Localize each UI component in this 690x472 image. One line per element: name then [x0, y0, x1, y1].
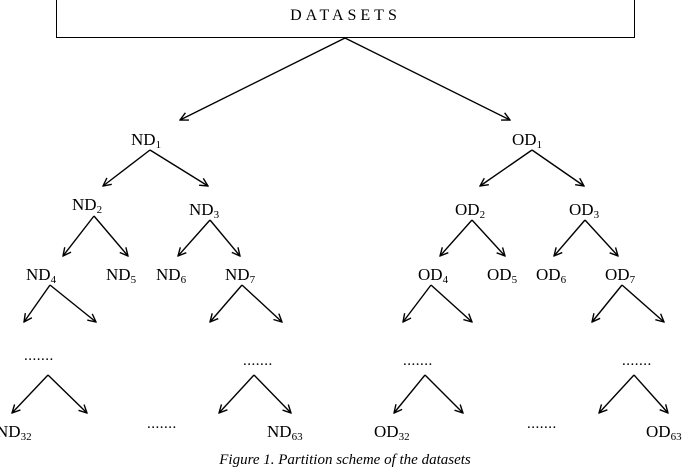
node-nd4-sub: 4	[50, 274, 57, 286]
node-od7-base: OD	[605, 265, 630, 284]
node-od5-sub: 5	[511, 274, 518, 286]
arrow-ellipsis-to-nd63-sibling	[219, 374, 255, 413]
arrow-nd3-to-nd6	[178, 219, 211, 256]
node-nd2-sub: 2	[96, 204, 103, 216]
datasets-box: DATASETS	[56, 0, 635, 38]
node-od63-base: OD	[646, 422, 671, 441]
node-od4-base: OD	[418, 265, 443, 284]
node-nd5-base: ND	[106, 265, 131, 284]
ellipsis-od-middle: .......	[527, 416, 557, 432]
node-od1: OD1	[512, 131, 542, 151]
node-nd5-sub: 5	[130, 274, 137, 286]
ellipsis-nd-right: .......	[243, 353, 273, 369]
node-od63-sub: 63	[670, 431, 682, 443]
node-nd4-base: ND	[26, 265, 51, 284]
arrow-ellipsis-to-od63-sibling	[599, 374, 635, 413]
arrow-od3-to-od7	[584, 219, 618, 256]
node-od1-base: OD	[512, 130, 537, 149]
node-od5-base: OD	[487, 265, 512, 284]
arrow-nd4-to-child-right	[49, 284, 96, 322]
node-nd5: ND5	[106, 266, 136, 286]
arrow-ellipsis-to-nd63	[253, 374, 291, 413]
arrow-datasets-to-od1	[344, 37, 510, 120]
node-nd6: ND6	[156, 266, 186, 286]
node-nd63-sub: 63	[291, 431, 303, 443]
arrow-nd1-to-nd2	[103, 149, 151, 186]
node-od1-sub: 1	[536, 139, 543, 151]
node-nd1-base: ND	[131, 130, 156, 149]
arrow-datasets-to-nd1	[180, 37, 346, 120]
ellipsis-od-right: .......	[622, 353, 652, 369]
node-nd7-base: ND	[225, 265, 250, 284]
node-nd32-sub: 32	[20, 431, 32, 443]
arrow-od1-to-od3	[531, 149, 584, 186]
node-nd7-sub: 7	[249, 274, 256, 286]
ellipsis-nd-left: .......	[24, 348, 54, 364]
arrow-od3-to-od6	[554, 219, 586, 256]
arrow-nd7-to-child-right	[241, 284, 282, 322]
node-nd6-base: ND	[156, 265, 181, 284]
node-od32-base: OD	[374, 422, 399, 441]
figure-caption: Figure 1. Partition scheme of the datase…	[219, 452, 471, 468]
node-nd6-sub: 6	[180, 274, 187, 286]
node-od6-base: OD	[536, 265, 561, 284]
node-od3-sub: 3	[593, 209, 600, 221]
node-nd63: ND63	[267, 423, 303, 443]
ellipsis-od-left: .......	[403, 353, 433, 369]
node-od6-sub: 6	[560, 274, 567, 286]
arrow-ellipsis-to-od32	[394, 374, 426, 413]
node-od32: OD32	[374, 423, 410, 443]
arrow-od4-to-child-left	[403, 284, 432, 322]
node-nd32-base: ND	[0, 422, 21, 441]
node-nd32: ND32	[0, 423, 32, 443]
arrow-nd3-to-nd7	[209, 219, 240, 256]
node-od5: OD5	[487, 266, 517, 286]
arrow-nd2-to-nd4	[63, 215, 95, 256]
node-od63: OD63	[646, 423, 682, 443]
node-od7: OD7	[605, 266, 635, 286]
arrow-od2-to-od4	[440, 219, 473, 256]
arrow-od1-to-od2	[480, 149, 533, 186]
node-od4-sub: 4	[442, 274, 449, 286]
arrow-ellipsis-to-od32-sibling	[424, 374, 463, 413]
datasets-label: DATASETS	[290, 7, 401, 24]
arrow-od4-to-child-right	[430, 284, 472, 322]
node-od3-base: OD	[569, 200, 594, 219]
node-nd1-sub: 1	[155, 139, 162, 151]
node-nd3: ND3	[189, 201, 219, 221]
node-nd1: ND1	[131, 131, 161, 151]
arrow-od7-to-child-right	[621, 284, 664, 322]
arrow-od7-to-child-left	[592, 284, 623, 322]
node-nd2-base: ND	[72, 195, 97, 214]
arrow-nd1-to-nd3	[149, 149, 208, 186]
node-od2-base: OD	[455, 200, 480, 219]
node-nd63-base: ND	[267, 422, 292, 441]
ellipsis-nd-middle: .......	[147, 416, 177, 432]
arrow-ellipsis-to-od63	[633, 374, 668, 413]
node-nd3-base: ND	[189, 200, 214, 219]
arrow-ellipsis-to-nd32-sibling	[47, 374, 87, 413]
arrow-od2-to-od5	[471, 219, 505, 256]
node-od3: OD3	[569, 201, 599, 221]
arrow-nd4-to-child-left	[24, 284, 51, 322]
node-od6: OD6	[536, 266, 566, 286]
node-nd4: ND4	[26, 266, 56, 286]
node-od2-sub: 2	[479, 209, 486, 221]
arrow-nd2-to-nd5	[93, 215, 128, 256]
node-nd7: ND7	[225, 266, 255, 286]
arrow-ellipsis-to-nd32	[12, 374, 49, 413]
node-od2: OD2	[455, 201, 485, 221]
node-od4: OD4	[418, 266, 448, 286]
node-od32-sub: 32	[398, 431, 410, 443]
node-nd2: ND2	[72, 196, 102, 216]
node-nd3-sub: 3	[213, 209, 220, 221]
node-od7-sub: 7	[629, 274, 636, 286]
arrow-nd7-to-child-left	[210, 284, 243, 322]
